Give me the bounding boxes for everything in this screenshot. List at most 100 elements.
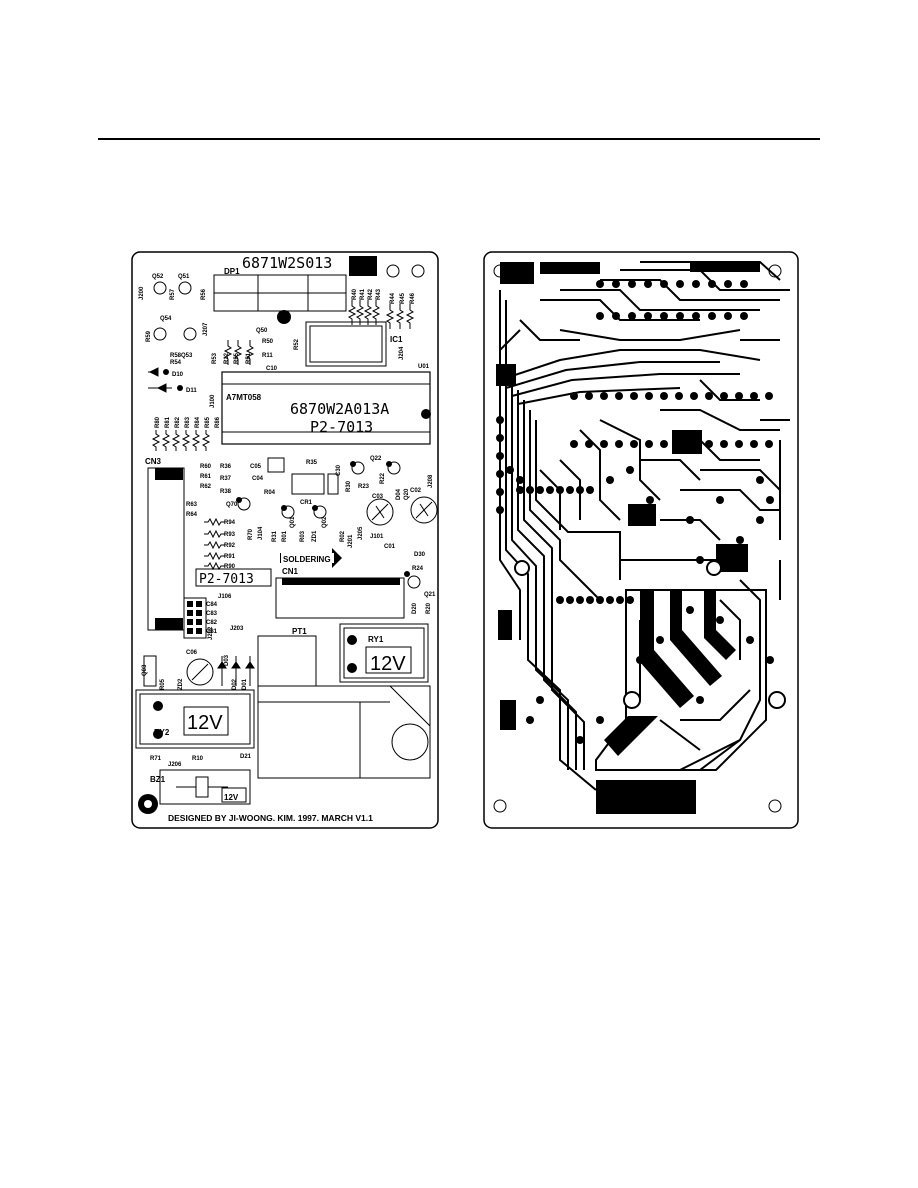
designator-label: R91 (224, 554, 236, 560)
designator-label: J203 (230, 626, 244, 632)
component-side-board: 6871W2S013 DP1 IC1 (131, 251, 439, 829)
solder-pad (576, 486, 584, 494)
copper-trace (579, 429, 621, 521)
solder-pad (676, 312, 684, 320)
board-outline-left (131, 251, 439, 829)
solder-pad (570, 392, 578, 400)
solder-pad (586, 596, 594, 604)
designator-label: D11 (186, 388, 197, 394)
solder-pad (645, 440, 653, 448)
copper-trace (499, 329, 521, 351)
designator-label: R59 (146, 330, 152, 342)
designator-label: Q22 (370, 456, 382, 462)
solder-pad (735, 392, 743, 400)
solder-pad (496, 488, 504, 496)
copper-trace (523, 400, 585, 770)
solder-pad (705, 440, 713, 448)
copper-trace (499, 349, 761, 381)
solder-pad (716, 616, 724, 624)
solder-pad (696, 556, 704, 564)
designator-label: D21 (240, 754, 252, 760)
buzzer-label: BZ1 (150, 775, 166, 784)
solder-pad (716, 496, 724, 504)
designator-label: D20 (412, 602, 418, 614)
designator-label: Q21 (424, 592, 436, 598)
solder-pad (656, 636, 664, 644)
solder-pad (692, 312, 700, 320)
designator-label: D03 (224, 654, 230, 666)
designator-label: R83 (185, 416, 191, 428)
solder-pad (628, 280, 636, 288)
ic1 (305, 321, 387, 367)
solder-pad (756, 516, 764, 524)
designator-label: C05 (250, 464, 262, 470)
board-outline-right (483, 251, 799, 829)
designator-label: Q02 (322, 516, 328, 528)
designator-label: D01 (242, 678, 248, 690)
designator-label: J202 (208, 626, 214, 640)
solder-pad (708, 312, 716, 320)
designator-label: R10 (192, 756, 204, 762)
buzzer-bz1 (159, 769, 251, 805)
designator-label: R90 (224, 564, 236, 570)
designator-label: R03 (300, 530, 306, 542)
solder-pad (536, 486, 544, 494)
solder-pad (696, 696, 704, 704)
solder-pad (724, 312, 732, 320)
solder-pad (526, 716, 534, 724)
solder-pad (600, 392, 608, 400)
designator-label: D30 (414, 552, 426, 558)
solder-pad (660, 392, 668, 400)
designator-label: R02 (340, 530, 346, 542)
solder-pad (546, 486, 554, 494)
ry1-voltage: 12V (370, 653, 406, 675)
copper-trace (505, 361, 720, 389)
designator-label: R36 (220, 464, 232, 470)
solder-pad (585, 440, 593, 448)
designator-label: R62 (200, 484, 212, 490)
solder-pad (690, 440, 698, 448)
designator-label: J206 (168, 762, 182, 768)
designator-label: R60 (200, 464, 212, 470)
solder-pad (630, 440, 638, 448)
solder-pad (675, 440, 683, 448)
designator-label: R05 (160, 678, 166, 690)
solder-pad (646, 496, 654, 504)
solder-pad (705, 392, 713, 400)
solder-pad (576, 736, 584, 744)
ic-model: P2-7013 (310, 418, 373, 436)
solder-pad (600, 440, 608, 448)
designator-label: R54 (170, 360, 182, 366)
solder-pad (630, 392, 638, 400)
designator-label: R22 (380, 472, 386, 484)
designator-label: R56 (201, 288, 207, 300)
copper-trace (559, 329, 741, 341)
designator-label: U01 (418, 364, 430, 370)
solder-pad (615, 440, 623, 448)
solder-pad (596, 280, 604, 288)
cn1-label: CN1 (282, 567, 299, 576)
designator-label: Q70 (226, 502, 238, 508)
mounting-hole (386, 264, 400, 278)
solder-pad (692, 280, 700, 288)
solder-pad (615, 392, 623, 400)
solder-pad (626, 596, 634, 604)
solder-pad (496, 416, 504, 424)
solder-pad (708, 280, 716, 288)
copper-trace (699, 379, 760, 401)
designator-label: R31 (272, 530, 278, 542)
solder-pad (660, 312, 668, 320)
solder-pad (750, 440, 758, 448)
designator-label: R45 (400, 292, 406, 304)
designator-label: R44 (390, 292, 396, 304)
soldering-label: SOLDERING (283, 555, 331, 564)
solder-pad (586, 486, 594, 494)
solder-pad (690, 392, 698, 400)
designator-label: R58Q53 (170, 353, 193, 359)
designator-label: R63 (186, 502, 198, 508)
buzzer-voltage: 12V (224, 793, 239, 802)
copper-trace (517, 390, 577, 770)
copper-trace (680, 689, 751, 721)
copper-trace (620, 269, 790, 291)
ic-marking: 6870W2A013A (290, 400, 389, 418)
